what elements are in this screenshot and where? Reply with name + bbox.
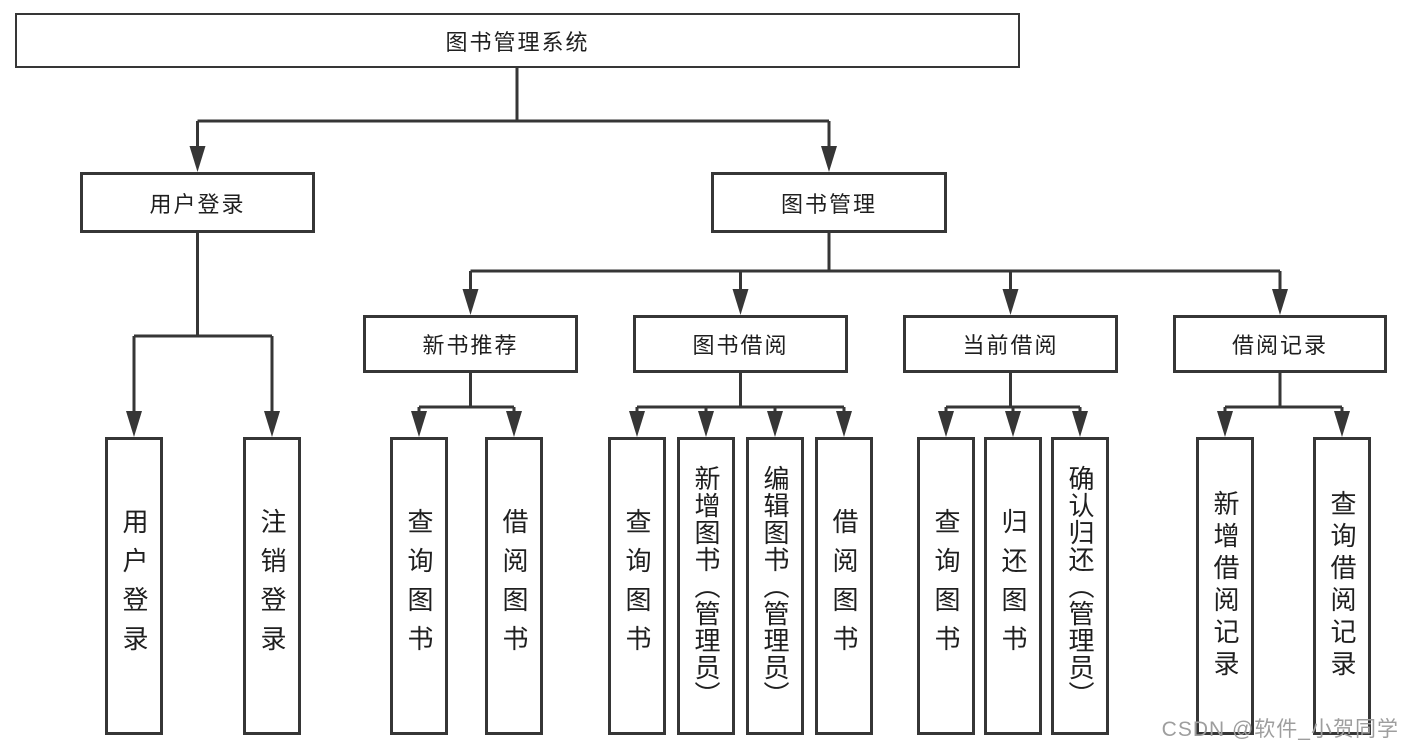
node-borrow-records: 借阅记录 [1173, 315, 1387, 373]
leaf-br-add-record: 新增借阅记录 [1196, 437, 1254, 735]
node-new-book-recommend: 新书推荐 [363, 315, 578, 373]
arrowheads [126, 146, 1350, 437]
csdn-watermark: CSDN @软件_小贺同学 [1161, 718, 1399, 741]
node-book-management: 图书管理 [711, 172, 947, 233]
node-book-borrow: 图书借阅 [633, 315, 848, 373]
leaf-bb-edit-books-admin: 编辑图书（管理员） [746, 437, 804, 735]
leaf-bb-borrow-books: 借阅图书 [815, 437, 873, 735]
node-root-library-management-system: 图书管理系统 [15, 13, 1020, 68]
leaf-user-login: 用户登录 [105, 437, 163, 735]
leaf-br-query-record: 查询借阅记录 [1313, 437, 1371, 735]
leaf-bb-add-books-admin: 新增图书（管理员） [677, 437, 735, 735]
node-user-login: 用户登录 [80, 172, 315, 233]
leaf-cb-query-books: 查询图书 [917, 437, 975, 735]
leaf-logout: 注销登录 [243, 437, 301, 735]
leaf-nb-query-books: 查询图书 [390, 437, 448, 735]
node-current-borrow: 当前借阅 [903, 315, 1118, 373]
leaf-cb-confirm-return-admin: 确认归还（管理员） [1051, 437, 1109, 735]
leaf-cb-return-books: 归还图书 [984, 437, 1042, 735]
leaf-nb-borrow-books: 借阅图书 [485, 437, 543, 735]
leaf-bb-query-books: 查询图书 [608, 437, 666, 735]
